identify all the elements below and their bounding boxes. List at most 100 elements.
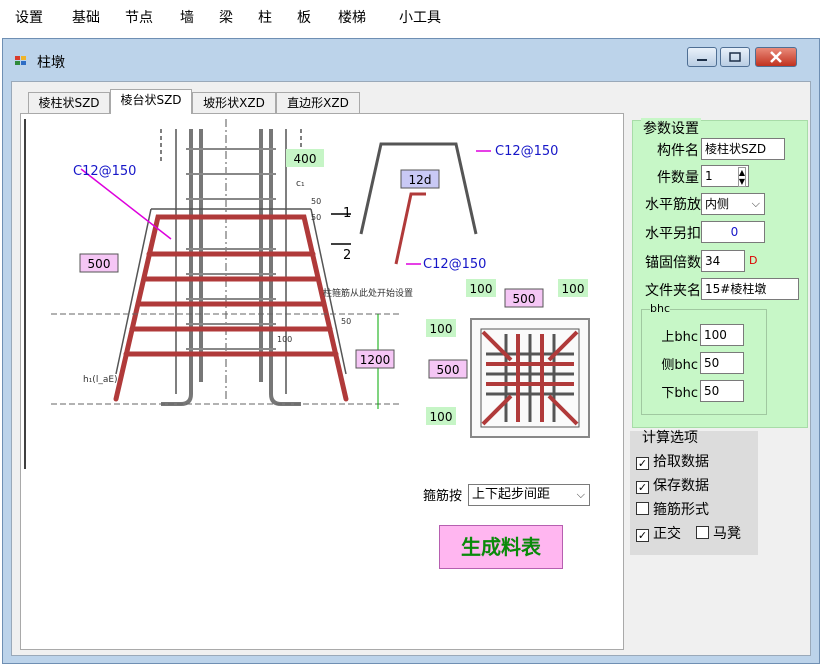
stirrup-form-label: 箍筋形式 [653,502,709,518]
dim-box-1200 [355,349,395,369]
dim-box-500-side [428,359,468,379]
count-label: 件数量 [657,170,699,186]
menu-bar: 设置 基础 节点 墙 梁 柱 板 楼梯 小工具 [0,0,821,30]
section-mark-1: 1 [343,206,351,221]
horizontal-select[interactable]: 内侧 ⌵ [701,193,765,215]
generate-table-button[interactable]: 生成料表 [439,525,563,569]
bend-rebar-detail [394,192,426,265]
component-name-label: 构件名 [657,143,699,159]
component-name-input[interactable]: 棱柱状SZD [701,138,785,160]
checkbox-checked-icon: ✓ [636,481,649,494]
top-bhc-input[interactable]: 100 [700,324,744,346]
dim-box-400 [286,149,324,167]
stirrup-form-checkbox[interactable]: 箍筋形式 [636,499,709,519]
dim-100-side: 100 [430,322,453,336]
dim-50-c: 50 [341,317,351,326]
plan-view [470,318,590,438]
count-stepper[interactable]: 1 ▲▼ [701,165,749,187]
bottom-bhc-input[interactable]: 50 [700,380,744,402]
calc-options-panel: 计算选项 ✓拾取数据 ✓保存数据 箍筋形式 ✓正交 马凳 [630,430,758,555]
dim-100-bottom: 100 [430,410,453,424]
menu-node[interactable]: 节点 [125,10,153,26]
parameter-panel: 参数设置 构件名 棱柱状SZD 件数量 1 ▲▼ 水平筋放 内侧 ⌵ 水平另扣 … [632,118,808,428]
dim-box-500-top [504,288,544,308]
stirrup-select[interactable]: 上下起步间距 ⌵ [468,484,590,506]
column-note: 柱箍筋从此处开始设置 [323,287,413,299]
minimize-icon [697,59,707,61]
tab-straight-edge[interactable]: 直边形XZD [276,92,360,113]
rebar-label-top-left: C12@150 [73,164,136,179]
save-data-label: 保存数据 [653,478,709,494]
save-data-checkbox[interactable]: ✓ 保存数据 [636,475,709,495]
checkbox-checked-icon: ✓ [636,457,649,470]
dim-500-left: 500 [88,257,111,271]
dim-box-500-left [79,253,119,273]
menu-slab[interactable]: 板 [297,10,311,26]
bottom-bhc-label: 下bhc [661,386,698,401]
horse-label: 马凳 [713,526,741,542]
anchor-unit: D [749,254,758,267]
dim-box-100-bottom [426,407,456,425]
horizontal-label: 水平筋放 [645,197,701,213]
ground-lines [51,313,401,405]
chevron-down-icon: ⌵ [576,488,585,501]
dim-box-12d [400,169,440,189]
pier-rebars [113,214,349,402]
orthogonal-checkbox[interactable]: ✓ 正交 [636,523,681,543]
menu-wall[interactable]: 墙 [180,10,194,26]
column-stirrups [186,148,276,350]
horizontal-value: 内侧 [705,197,730,211]
rebar-drawing: C12@150 C12@150 C12@150 1 2 柱箍筋从此处开始设置 c… [24,119,590,469]
dim-100-top-left: 100 [470,282,493,296]
extra-input[interactable]: 0 [701,221,765,243]
dim-500-top: 500 [513,292,536,306]
anchor-input[interactable]: 34 [701,250,745,272]
dim-400: 400 [294,152,317,166]
dim-50-b: 50 [311,213,321,222]
folder-label: 文件夹名 [645,283,701,299]
top-bhc-label: 上bhc [661,330,698,345]
dim-50-a: 50 [311,197,321,206]
stirrup-select-value: 上下起步间距 [472,487,551,502]
bhc-group: bhc 上bhc 100 侧bhc 50 下bhc 50 [641,302,767,415]
lae-label: h₁(l_aE) [83,375,118,385]
rebar-label-mid-right: C12@150 [423,257,486,272]
side-bhc-label: 侧bhc [661,358,698,373]
title-bar[interactable]: 柱墩 [3,39,819,81]
top-rebar-detail [359,142,478,235]
side-bhc-input[interactable]: 50 [700,352,744,374]
checkbox-checked-icon: ✓ [636,529,649,542]
menu-tools[interactable]: 小工具 [399,10,441,26]
horse-checkbox[interactable]: 马凳 [696,523,741,543]
window-client-area: 棱柱状SZD 棱台状SZD 坡形状XZD 直边形XZD [11,81,811,656]
menu-foundation[interactable]: 基础 [72,10,100,26]
count-value: 1 [705,169,713,183]
stepper-arrows-icon[interactable]: ▲▼ [737,167,746,187]
dim-box-100-top-right [558,279,588,297]
close-button[interactable] [755,47,797,67]
tab-slope[interactable]: 坡形状XZD [192,92,276,113]
column-pier-window: 柱墩 棱柱状SZD 棱台状SZD 坡形状XZD 直边形XZD [2,38,820,664]
bhc-title: bhc [650,302,671,315]
leader-top-left [80,168,172,240]
menu-beam[interactable]: 梁 [219,10,233,26]
dim-12d: 12d [409,173,432,187]
pick-data-checkbox[interactable]: ✓ 拾取数据 [636,451,709,471]
tab-prism[interactable]: 棱柱状SZD [28,92,110,113]
column-outline [160,119,302,399]
menu-settings[interactable]: 设置 [15,10,43,26]
dim-100-top-right: 100 [562,282,585,296]
dim-1200: 1200 [360,353,391,367]
checkbox-unchecked-icon [696,526,709,539]
folder-input[interactable]: 15#棱柱墩 [701,278,799,300]
pick-data-label: 拾取数据 [653,454,709,470]
orthogonal-label: 正交 [653,526,681,542]
app-icon [15,56,27,66]
menu-stairs[interactable]: 楼梯 [338,10,366,26]
maximize-button[interactable] [720,47,750,67]
minimize-button[interactable] [687,47,717,67]
tab-frustum[interactable]: 棱台状SZD [110,89,192,114]
menu-column[interactable]: 柱 [258,10,272,26]
section-mark-2: 2 [343,248,351,263]
pier-outline [115,208,347,375]
